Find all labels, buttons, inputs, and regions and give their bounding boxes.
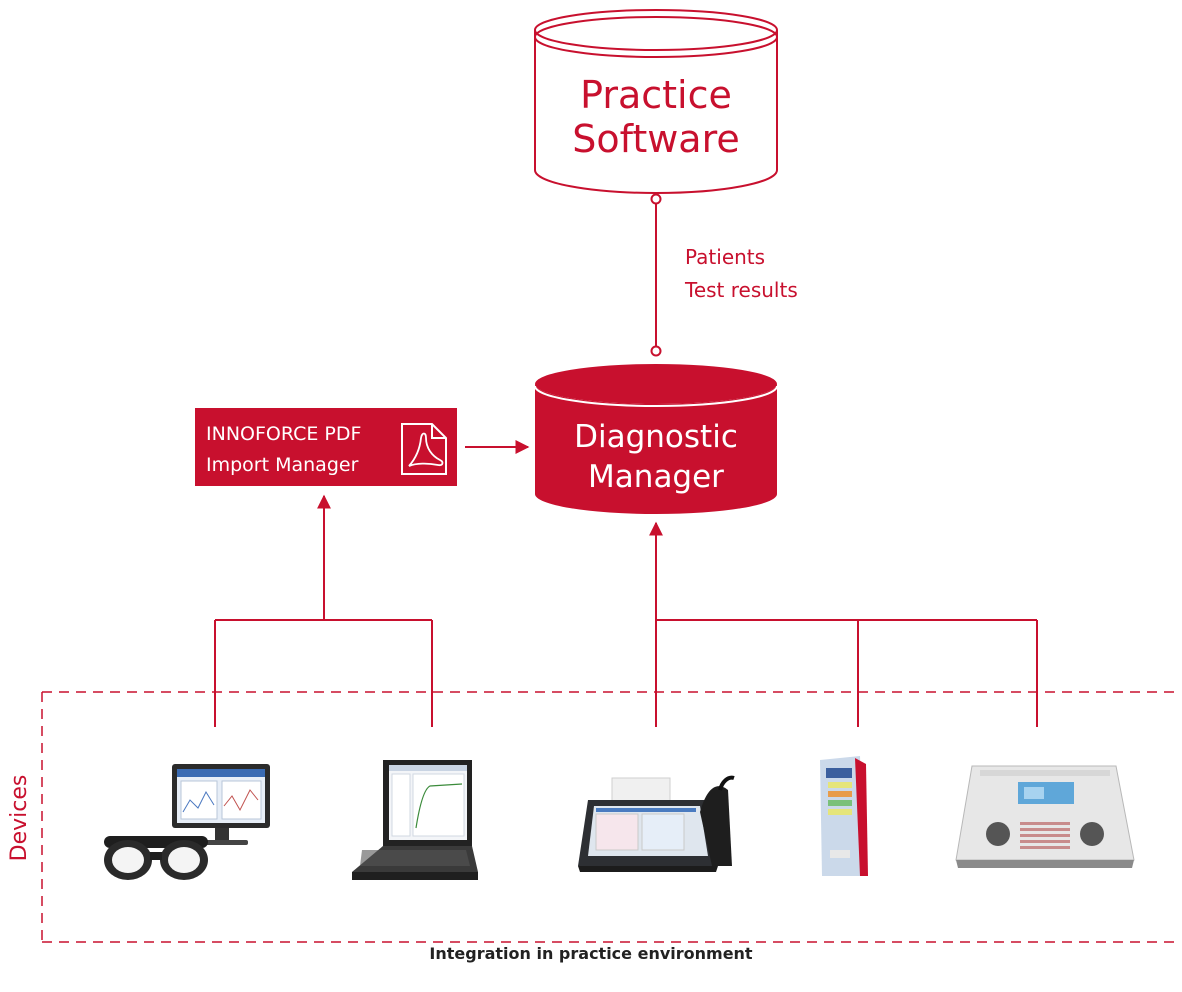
practice-software-line1: Practice (580, 73, 732, 117)
goggles-monitor-image (104, 764, 270, 880)
audiometer-image (955, 765, 1135, 868)
diagram-caption: Integration in practice environment (429, 944, 753, 963)
handheld-device-image (820, 756, 868, 876)
diagnostic-manager-line1: Diagnostic (574, 419, 738, 455)
left-device-connector (214, 494, 433, 727)
tablet-device-image (578, 775, 735, 872)
devices-label: Devices (7, 775, 32, 862)
import-manager-line1: INNOFORCE PDF (206, 423, 361, 445)
diagnostic-manager-line2: Manager (588, 459, 724, 495)
diagnostic-manager-node: Diagnostic Manager (534, 364, 778, 514)
devices-region (41, 691, 1180, 943)
practice-software-line2: Software (572, 117, 740, 161)
software-manager-connector (650, 193, 662, 357)
laptop-image (352, 760, 478, 880)
practice-software-node: Practice Software (534, 9, 778, 194)
connector-label-test-results: Test results (684, 278, 798, 302)
pdf-icon (401, 423, 447, 475)
right-device-connector (649, 521, 1038, 727)
import-manager-line2: Import Manager (206, 454, 359, 476)
connector-label-patients: Patients (685, 245, 765, 269)
import-manager-node: INNOFORCE PDF Import Manager (195, 408, 457, 486)
